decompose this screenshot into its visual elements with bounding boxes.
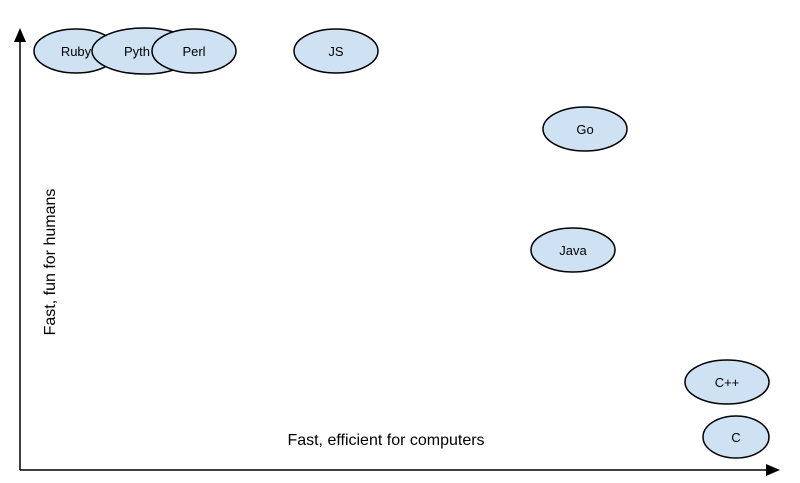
bubble-label-java: Java [559, 243, 587, 258]
axes: Fast, efficient for computers Fast, fun … [14, 28, 780, 476]
bubble-label-perl: Perl [182, 44, 205, 59]
bubble-label-python: Pyth [124, 44, 150, 59]
y-axis-label: Fast, fun for humans [42, 189, 59, 336]
bubble-label-js: JS [328, 44, 344, 59]
x-axis-label: Fast, efficient for computers [287, 432, 484, 449]
bubble-js: JS [293, 28, 379, 74]
bubble-label-ruby: Ruby [61, 44, 92, 59]
bubble-cpp: C++ [684, 359, 770, 405]
bubbles: Ruby Pyth Perl JS Go Java [33, 27, 770, 459]
bubble-label-c: C [731, 430, 740, 445]
bubble-java: Java [530, 227, 616, 273]
y-axis-arrow-icon [14, 28, 26, 42]
bubble-label-go: Go [576, 122, 593, 137]
bubble-label-cpp: C++ [715, 375, 740, 390]
bubble-perl: Perl [151, 28, 237, 74]
x-axis-arrow-icon [766, 464, 780, 476]
bubble-c: C [702, 415, 770, 459]
bubble-go: Go [542, 106, 628, 152]
